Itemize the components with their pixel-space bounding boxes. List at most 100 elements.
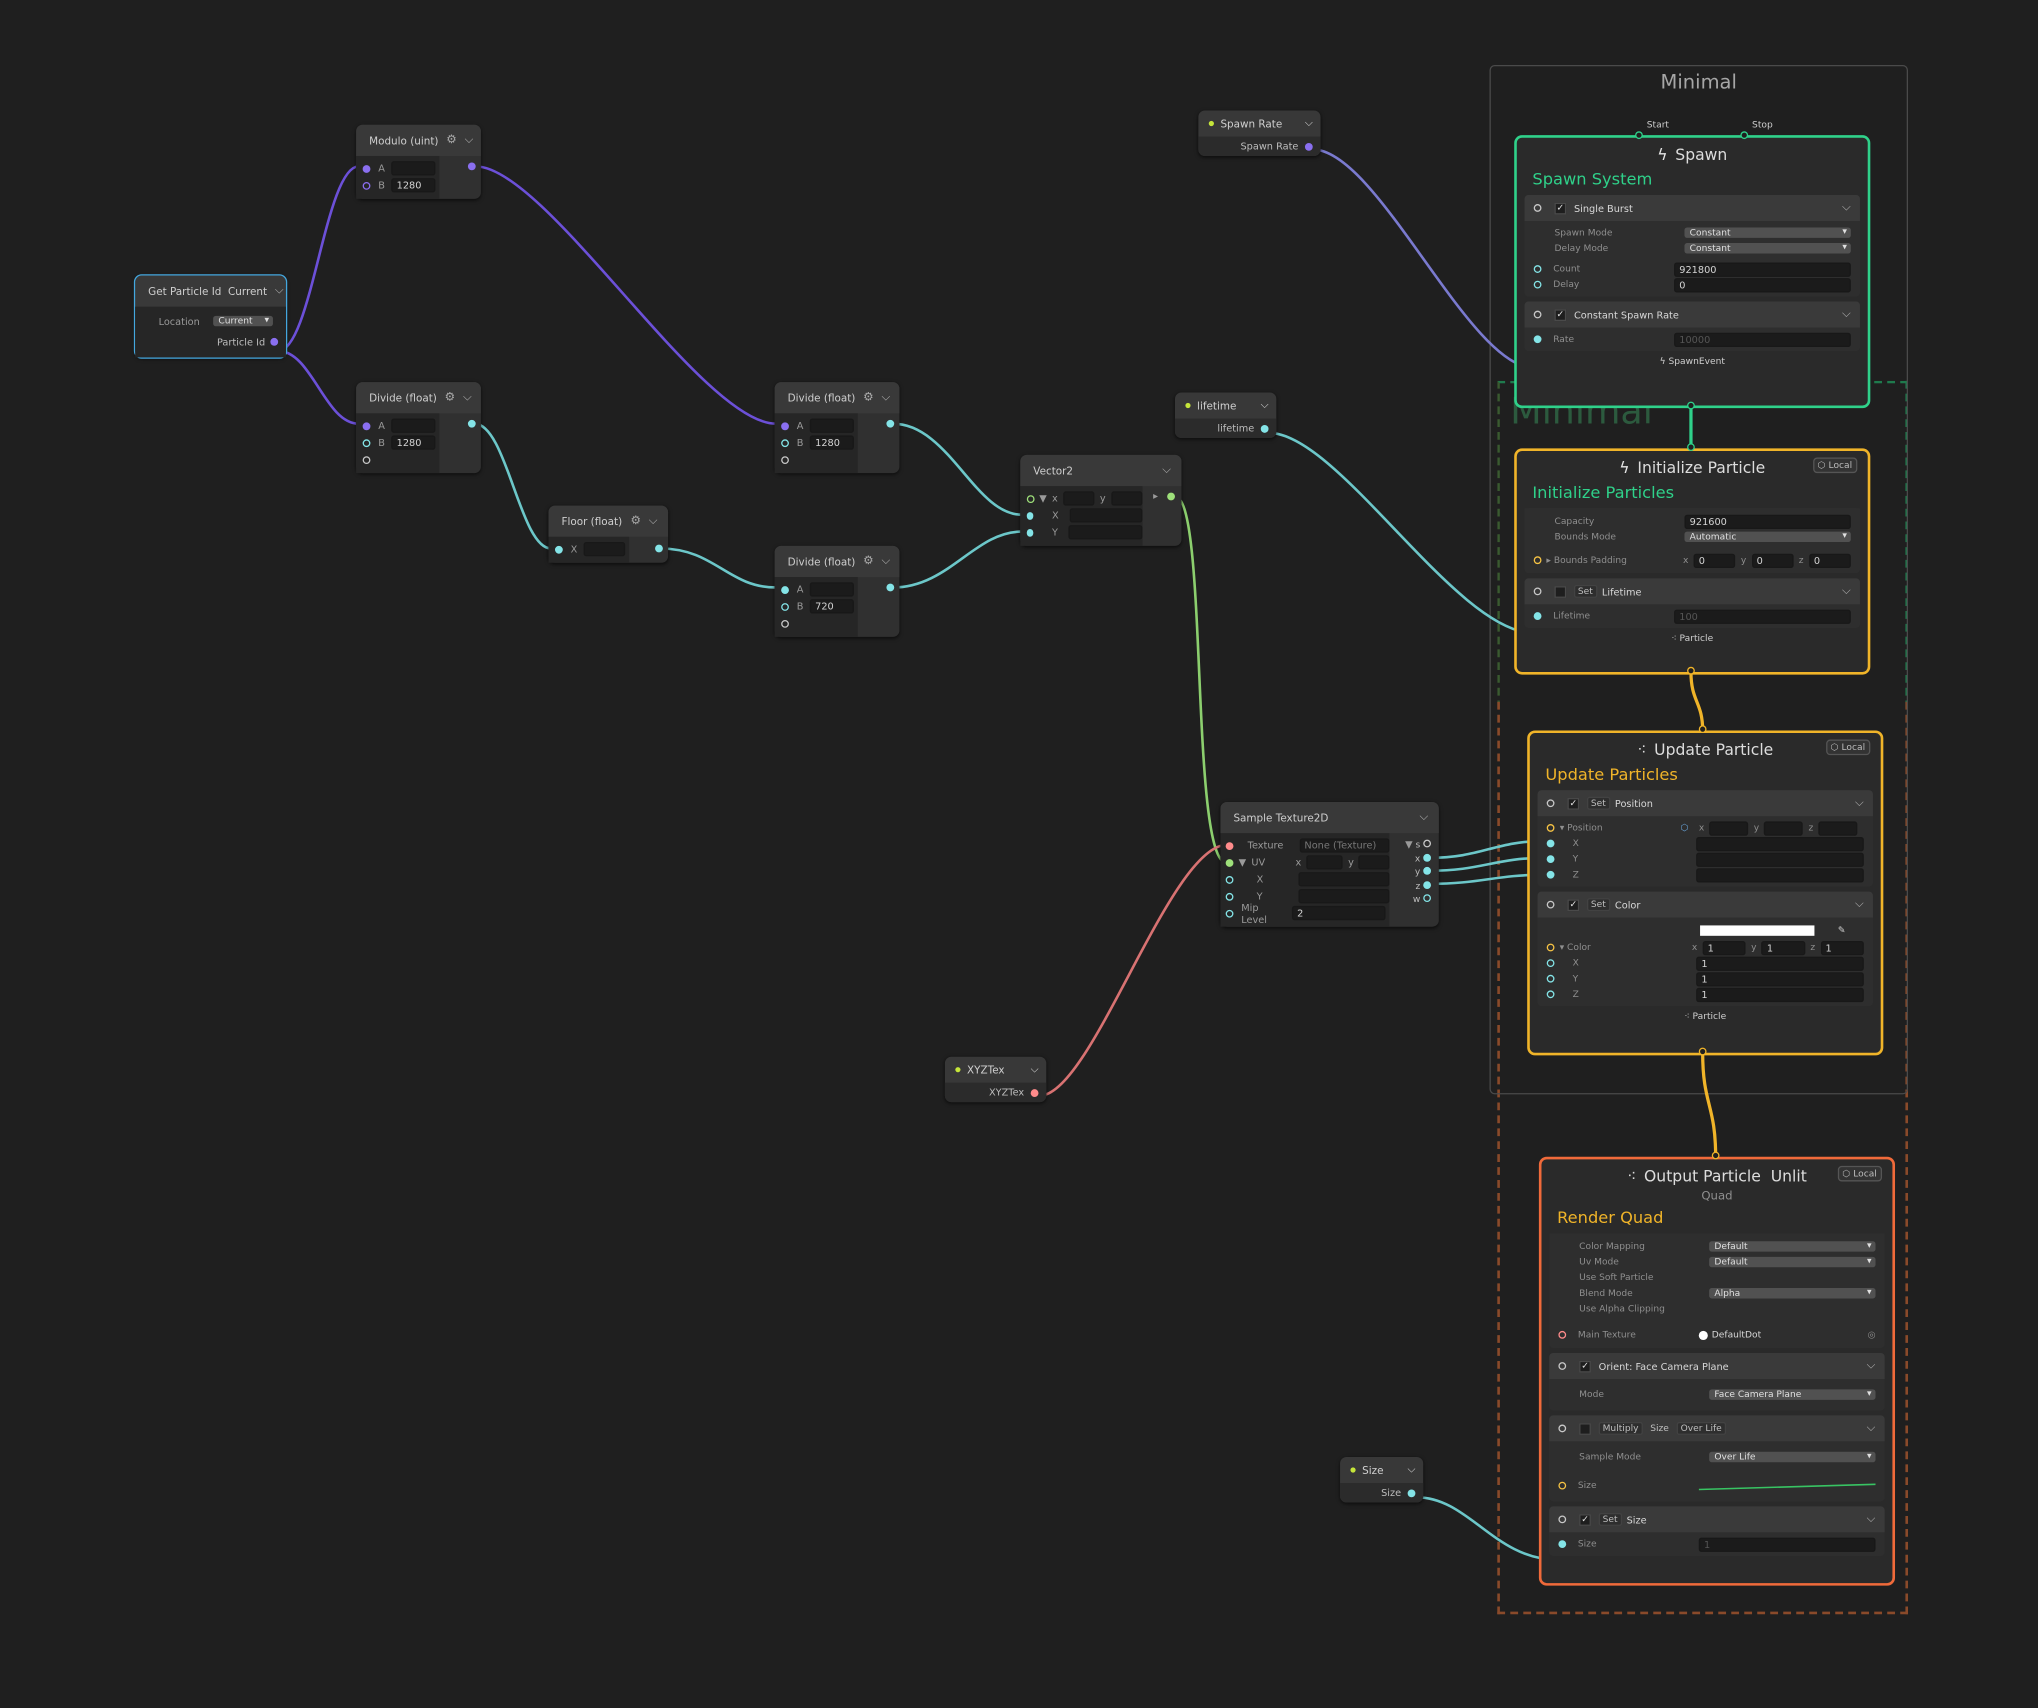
- X-field[interactable]: [1069, 508, 1143, 523]
- cy-field[interactable]: 1: [1761, 940, 1806, 955]
- Z-field[interactable]: [1696, 867, 1864, 882]
- output-port[interactable]: [1407, 1488, 1416, 1497]
- update-input-flow-port[interactable]: [1698, 725, 1707, 734]
- block-activation-port[interactable]: [1533, 204, 1542, 212]
- chevron-down-icon[interactable]: ⌵: [1841, 584, 1851, 598]
- expand-arrow-icon[interactable]: ▸: [1153, 490, 1159, 502]
- b-field[interactable]: 720: [809, 599, 855, 614]
- bounds-mode-dropdown[interactable]: Automatic: [1684, 530, 1851, 542]
- chevron-down-icon[interactable]: ⌵: [1407, 1463, 1416, 1476]
- X-input-port[interactable]: [1546, 959, 1555, 968]
- enable-checkbox[interactable]: [1554, 585, 1567, 598]
- expand-arrow-icon[interactable]: ▸: [1546, 554, 1554, 566]
- position-input-port[interactable]: [1546, 824, 1555, 832]
- output-port[interactable]: [467, 419, 476, 428]
- rate-field[interactable]: 10000: [1674, 332, 1851, 347]
- spawn-rate-property[interactable]: Spawn Rate⌵ Spawn Rate: [1198, 110, 1321, 156]
- mode-dropdown[interactable]: Face Camera Plane: [1709, 1388, 1876, 1400]
- output-input-flow-port[interactable]: [1711, 1151, 1720, 1160]
- output-port[interactable]: [886, 419, 895, 428]
- location-dropdown[interactable]: Current: [213, 315, 273, 327]
- Y-input-port[interactable]: [1026, 528, 1034, 537]
- chevron-down-icon[interactable]: ⌵: [464, 133, 474, 147]
- main-texture-value[interactable]: DefaultDot: [1711, 1329, 1762, 1341]
- chevron-down-icon[interactable]: ⌵: [1419, 811, 1429, 825]
- extra-input-port[interactable]: [781, 455, 789, 464]
- vector2-input-port[interactable]: [1026, 494, 1035, 503]
- mip-field[interactable]: 2: [1291, 905, 1386, 921]
- delay-input-port[interactable]: [1533, 280, 1542, 289]
- enable-checkbox[interactable]: ✓: [1554, 202, 1567, 214]
- count-field[interactable]: 921800: [1674, 261, 1851, 277]
- extra-input-port[interactable]: [781, 619, 789, 628]
- chevron-down-icon[interactable]: ⌵: [1260, 399, 1269, 411]
- delay-field[interactable]: 0: [1674, 277, 1851, 292]
- sample-mode-dropdown[interactable]: Over Life: [1709, 1451, 1876, 1463]
- a-field[interactable]: [809, 418, 855, 433]
- a-input-port[interactable]: [781, 421, 789, 430]
- bp-z-field[interactable]: 0: [1808, 553, 1851, 568]
- w-output-port[interactable]: [1423, 894, 1432, 903]
- blend-mode-dropdown[interactable]: Alpha: [1709, 1287, 1876, 1299]
- output-port[interactable]: [655, 544, 663, 553]
- block-activation-port[interactable]: [1558, 1424, 1567, 1433]
- px-field[interactable]: [1709, 820, 1749, 836]
- gear-icon[interactable]: ⚙: [863, 554, 874, 568]
- collapse-arrow-icon[interactable]: ▼: [1238, 856, 1247, 869]
- x-output-port[interactable]: [1423, 853, 1432, 862]
- bp-x-field[interactable]: 0: [1693, 553, 1736, 568]
- gear-icon[interactable]: ⚙: [863, 391, 874, 405]
- chevron-down-icon[interactable]: ⌵: [881, 554, 891, 568]
- enable-checkbox[interactable]: [1579, 1422, 1591, 1435]
- block-activation-port[interactable]: [1533, 587, 1542, 596]
- Y-input-port[interactable]: [1546, 855, 1555, 864]
- enable-checkbox[interactable]: ✓: [1567, 797, 1580, 810]
- output-port[interactable]: [1030, 1088, 1039, 1097]
- a-field[interactable]: [391, 161, 436, 176]
- chevron-down-icon[interactable]: ⌵: [648, 514, 658, 528]
- b-input-port[interactable]: [781, 438, 789, 447]
- chevron-down-icon[interactable]: ⌵: [1304, 116, 1313, 129]
- X-input-port[interactable]: [1026, 511, 1034, 520]
- b-field[interactable]: 1280: [391, 435, 436, 450]
- local-space-toggle[interactable]: ⬡ Local: [1837, 1165, 1883, 1182]
- collapse-arrow-icon[interactable]: ▾: [1559, 822, 1568, 834]
- Y-field[interactable]: 1: [1696, 971, 1864, 986]
- a-input-port[interactable]: [362, 421, 371, 430]
- lifetime-property[interactable]: lifetime⌵ lifetime: [1174, 392, 1277, 439]
- object-picker-icon[interactable]: ◎: [1867, 1329, 1876, 1341]
- system-title[interactable]: Minimal: [1660, 70, 1737, 94]
- stop-flow-port[interactable]: [1740, 131, 1749, 140]
- s-output-port[interactable]: [1423, 839, 1432, 848]
- block-activation-port[interactable]: [1546, 900, 1555, 909]
- output-port[interactable]: [1304, 142, 1313, 151]
- Z-input-port[interactable]: [1546, 870, 1555, 879]
- block-activation-port[interactable]: [1533, 310, 1542, 319]
- size-curve[interactable]: [1698, 1479, 1876, 1492]
- chevron-down-icon[interactable]: ⌵: [1854, 898, 1864, 912]
- a-field[interactable]: [809, 582, 855, 597]
- texture-input-port[interactable]: [1225, 841, 1234, 850]
- output-port[interactable]: [1260, 424, 1269, 433]
- chevron-down-icon[interactable]: ⌵: [1866, 1512, 1876, 1526]
- particle-id-output-port[interactable]: [270, 337, 279, 346]
- chevron-down-icon[interactable]: ⌵: [1841, 308, 1851, 322]
- uv-x-field[interactable]: [1306, 855, 1343, 870]
- Z-input-port[interactable]: [1546, 990, 1555, 999]
- size-curve-input-port[interactable]: [1558, 1481, 1567, 1490]
- collapse-arrow-icon[interactable]: ▼: [1405, 838, 1413, 851]
- uv-y-field[interactable]: [1357, 855, 1390, 870]
- block-activation-port[interactable]: [1558, 1362, 1567, 1370]
- pz-field[interactable]: [1818, 820, 1858, 836]
- chevron-down-icon[interactable]: ⌵: [1030, 1063, 1039, 1075]
- spawn-event-port[interactable]: [1687, 401, 1695, 410]
- b-input-port[interactable]: [362, 181, 371, 190]
- gear-icon[interactable]: ⚙: [630, 514, 641, 528]
- a-field[interactable]: [391, 418, 436, 433]
- chevron-down-icon[interactable]: ⌵: [881, 391, 891, 405]
